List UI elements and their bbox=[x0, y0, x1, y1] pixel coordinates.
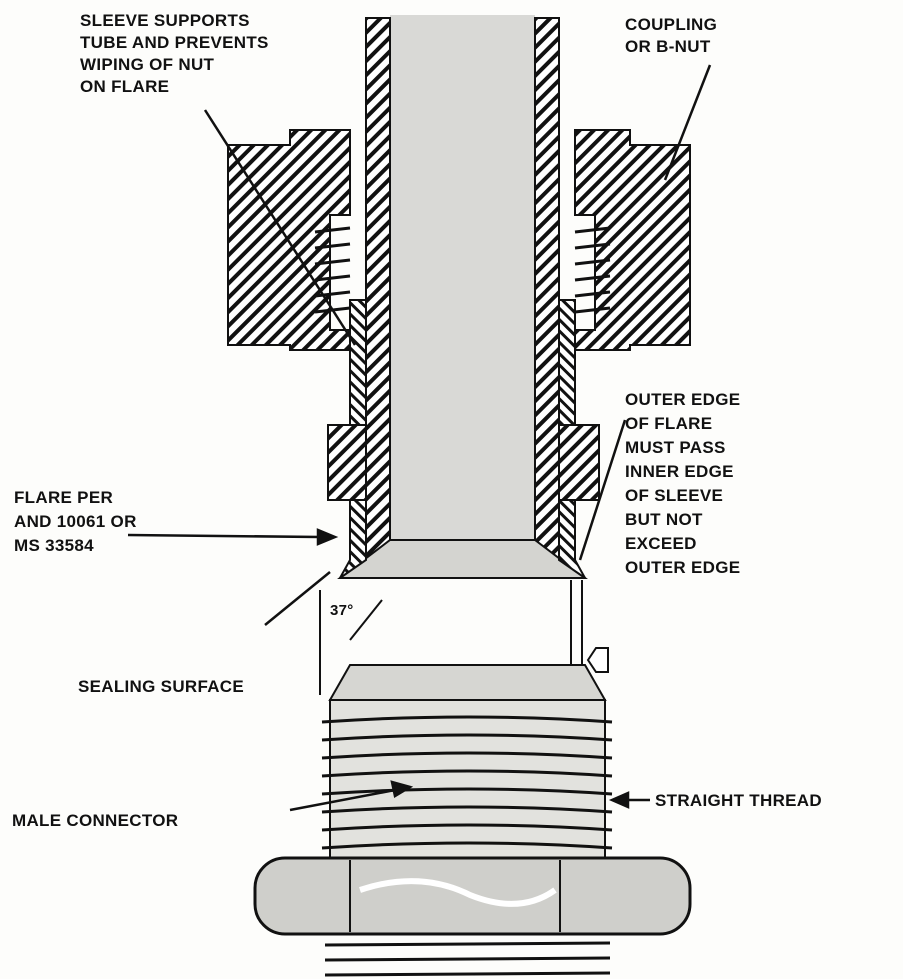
connector-threads bbox=[321, 715, 613, 850]
coupling-label: COUPLING OR B-NUT bbox=[625, 15, 718, 56]
leader-lines bbox=[127, 64, 712, 812]
dimension-lines bbox=[319, 580, 609, 700]
sealing-surface-label: SEALING SURFACE bbox=[78, 677, 245, 696]
tube-wall-right bbox=[534, 17, 560, 579]
b-nut-right bbox=[574, 129, 691, 351]
angle-label: 37° bbox=[330, 602, 354, 619]
b-nut-collar-right bbox=[558, 424, 600, 501]
bottom-threads bbox=[324, 941, 611, 977]
b-nut-collar-left bbox=[327, 424, 367, 501]
male-connector-label: MALE CONNECTOR bbox=[12, 811, 179, 830]
tube-bore bbox=[390, 15, 535, 545]
tube-flare bbox=[337, 539, 588, 579]
connector-seat bbox=[328, 664, 607, 701]
tube-wall-left bbox=[365, 17, 391, 579]
connector-body bbox=[329, 699, 606, 866]
outer-edge-label: OUTER EDGE OF FLARE MUST PASS INNER EDGE… bbox=[625, 390, 741, 577]
flare-spec-label: FLARE PER AND 10061 OR MS 33584 bbox=[14, 488, 137, 555]
sleeve-label: SLEEVE SUPPORTS TUBE AND PREVENTS WIPING… bbox=[80, 11, 269, 96]
straight-thread-label: STRAIGHT THREAD bbox=[655, 791, 822, 810]
